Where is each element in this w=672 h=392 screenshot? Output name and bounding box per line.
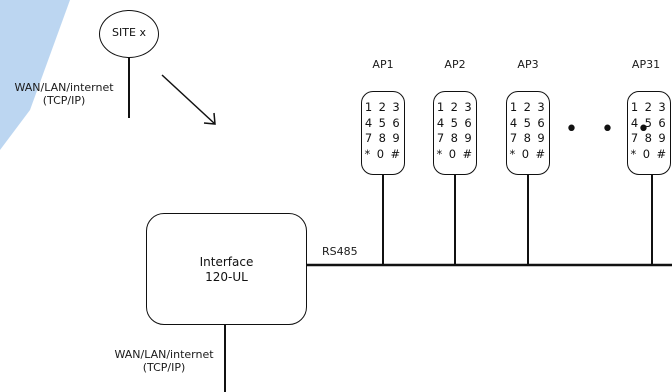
interface-label: Interface 120-UL	[199, 255, 254, 284]
ap1-label: AP1	[372, 58, 394, 71]
wan-bottom-label: WAN/LAN/internet (TCP/IP)	[114, 348, 214, 374]
ap2-keypad: 1 2 3 4 5 6 7 8 9 * 0 #	[433, 91, 477, 175]
more-ap-ellipsis: • • •	[565, 117, 658, 142]
arrow-head	[203, 112, 216, 125]
wan-top-label: WAN/LAN/internet (TCP/IP)	[14, 81, 114, 107]
connection-arrow	[161, 74, 216, 125]
ap2-label: AP2	[444, 58, 466, 71]
ap3-keys: 1 2 3 4 5 6 7 8 9 * 0 #	[509, 100, 547, 161]
ap31-keypad: 1 2 3 4 5 6 7 8 9 * 0 #	[627, 91, 671, 175]
ap31-keys: 1 2 3 4 5 6 7 8 9 * 0 #	[630, 100, 668, 161]
site-label: SITE x	[112, 26, 146, 39]
site-node: SITE x	[99, 10, 159, 58]
ap31-label: AP31	[631, 58, 661, 71]
corner-accent-shape	[0, 0, 70, 150]
ap1-keys: 1 2 3 4 5 6 7 8 9 * 0 #	[364, 100, 402, 161]
rs485-label: RS485	[322, 245, 358, 258]
ap3-label: AP3	[517, 58, 539, 71]
interface-box: Interface 120-UL	[146, 213, 307, 325]
ap3-keypad: 1 2 3 4 5 6 7 8 9 * 0 #	[506, 91, 550, 175]
ap2-keys: 1 2 3 4 5 6 7 8 9 * 0 #	[436, 100, 474, 161]
ap1-keypad: 1 2 3 4 5 6 7 8 9 * 0 #	[361, 91, 405, 175]
